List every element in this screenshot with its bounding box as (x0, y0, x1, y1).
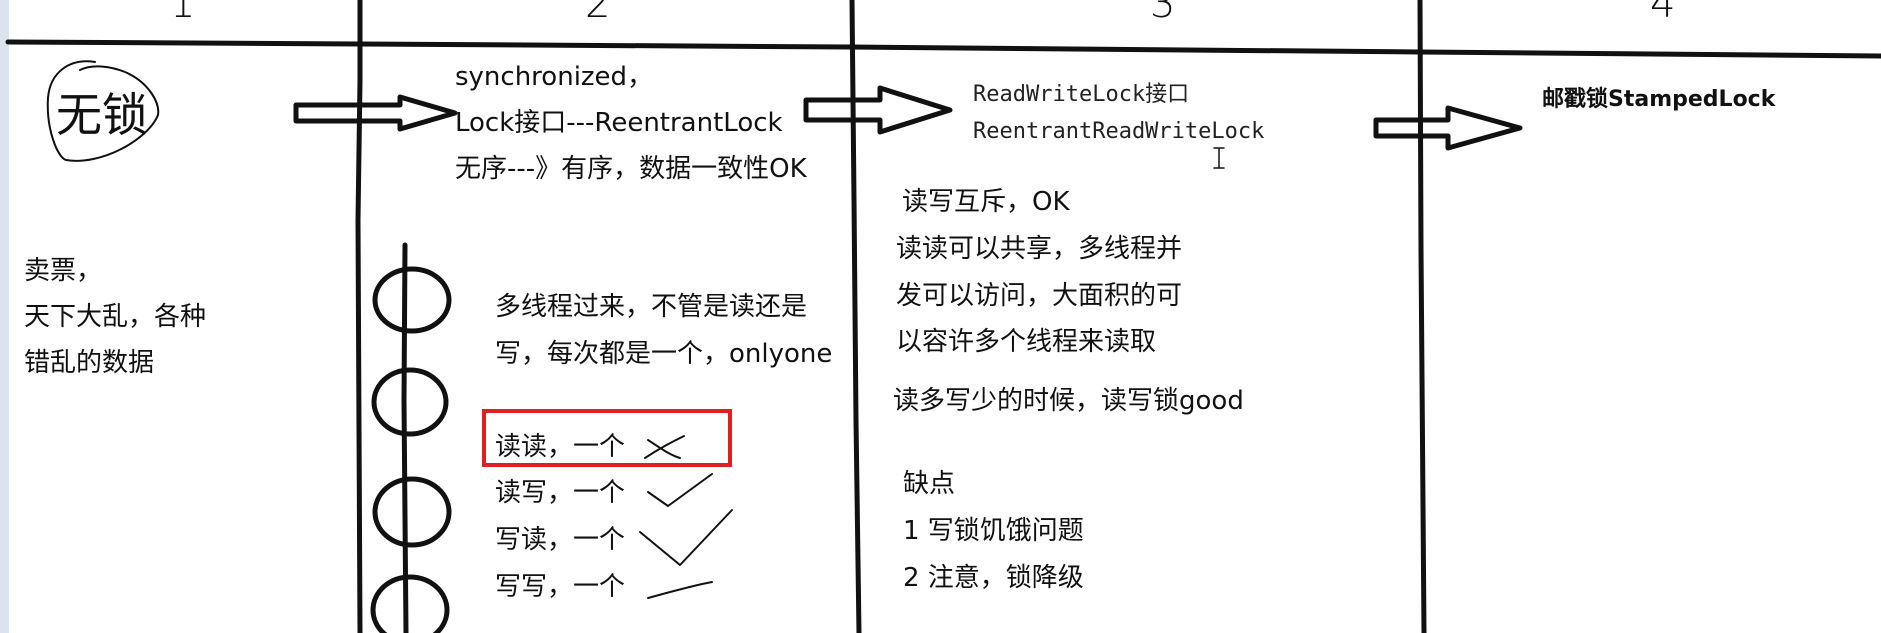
col3-header-line-2: ReentrantReadWriteLock (973, 119, 1265, 144)
nolock-label: 无锁 (56, 88, 148, 142)
cross-mark (644, 435, 685, 459)
arrow-3-to-4 (1373, 105, 1523, 151)
col3-good-line: 读多写少的时候，读写锁good (893, 386, 1244, 416)
column-divider-1-2 (355, 0, 363, 633)
nolock-scribble-circle (46, 60, 160, 162)
cons-title: 缺点 (903, 469, 956, 499)
col1-example-line-2: 天下大乱，各种 (24, 302, 207, 332)
check-mark-1 (647, 473, 713, 507)
col3-body-line-1: 读写互斥，OK (902, 187, 1070, 217)
case-write-read: 写读，一个 (495, 525, 626, 555)
case-write-write: 写写，一个 (495, 572, 626, 602)
col2-header-line-2: Lock接口---ReentrantLock (455, 108, 783, 138)
read-read-highlight-box (482, 409, 732, 467)
column-divider-2-3 (849, 0, 862, 633)
thread-timeline-line (401, 242, 409, 633)
column-number-4: 4 (1650, 0, 1676, 27)
arrow-2-to-3 (803, 85, 953, 135)
stampedlock-title: 邮戳锁StampedLock (1542, 87, 1776, 112)
col2-header-line-3: 无序---》有序，数据一致性OK (455, 154, 807, 184)
column-number-3: 3 (1150, 0, 1176, 27)
thread-circle-4 (370, 574, 450, 633)
col3-body-line-2: 读读可以共享，多线程并 (896, 234, 1183, 264)
window-edge-strip (0, 0, 9, 633)
col1-example-line-3: 错乱的数据 (24, 348, 155, 378)
column-divider-3-4 (1417, 0, 1427, 633)
col1-example-line-1: 卖票， (24, 256, 103, 286)
header-divider-line (5, 39, 1881, 59)
cons-item-1: 1 写锁饥饿问题 (903, 516, 1084, 546)
col2-multithread-line-2: 写，每次都是一个，onlyone (495, 339, 833, 369)
col2-header-line-1: synchronized， (455, 62, 654, 92)
col2-multithread-line-1: 多线程过来，不管是读还是 (495, 292, 808, 322)
thread-circle-2 (371, 367, 449, 437)
arrow-1-to-2 (293, 94, 458, 132)
col3-body-line-4: 以容许多个线程来读取 (896, 327, 1157, 357)
text-cursor-icon (1213, 147, 1225, 169)
column-number-2: 2 (585, 0, 611, 27)
check-mark-2 (639, 509, 733, 566)
col3-header-line-1: ReadWriteLock接口 (973, 82, 1190, 107)
check-mark-3 (647, 581, 713, 599)
thread-circle-1 (372, 266, 452, 334)
cons-item-2: 2 注意，锁降级 (903, 563, 1084, 593)
col3-body-line-3: 发可以访问，大面积的可 (896, 281, 1183, 311)
case-read-read: 读读，一个 (495, 432, 626, 462)
case-read-write: 读写，一个 (495, 478, 626, 508)
column-number-1: 1 (170, 0, 196, 27)
thread-circle-3 (372, 476, 452, 548)
